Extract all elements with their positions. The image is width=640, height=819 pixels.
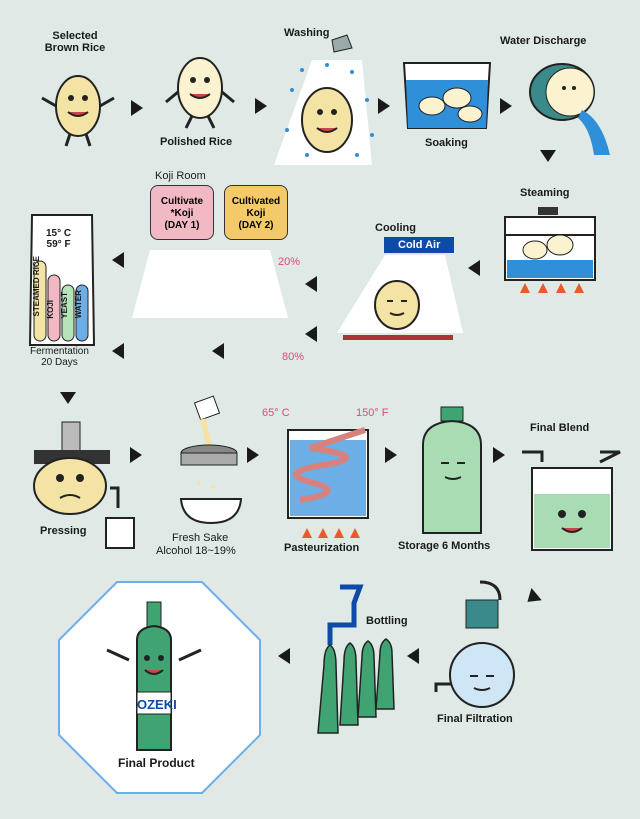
pressing-machine [33, 421, 135, 549]
final-blend-label: Final Blend [530, 422, 590, 434]
koji-room-floor [132, 250, 288, 318]
soaking-label: Soaking [425, 137, 468, 149]
arrow-left-5 [112, 343, 124, 359]
arrow-right-8 [493, 447, 505, 463]
koji-day2-box: Cultivated Koji (DAY 2) [224, 185, 288, 240]
final-filtration-label: Final Filtration [437, 713, 513, 725]
polished-rice-label: Polished Rice [160, 136, 233, 148]
percent-20: 20% [278, 256, 301, 268]
polished-rice-character [165, 57, 235, 129]
brand-label: OZEKI [137, 697, 177, 712]
arrow-right-6 [247, 447, 259, 463]
tank-label-steamed-rice: STEAMED RICE [32, 256, 41, 317]
fermentation-caption: Fermentation 20 Days [30, 346, 89, 368]
koji-room-label: Koji Room [155, 170, 206, 182]
pressing-label: Pressing [40, 525, 87, 537]
bottling-label: Bottling [366, 615, 408, 627]
fermentation-tank [28, 214, 96, 346]
final-filtration-tank [434, 580, 515, 708]
water-discharge-label: Water Discharge [500, 35, 587, 47]
water-discharge-tub [529, 63, 610, 155]
tank-label-water: WATER [74, 290, 83, 319]
cold-air-sign: Cold Air [384, 237, 455, 253]
arrow-right-4 [500, 98, 512, 114]
arrow-left-1 [468, 260, 480, 276]
bottling-line [317, 584, 395, 734]
brown-rice-character [41, 75, 115, 147]
arrow-down-2 [60, 392, 76, 404]
percent-80: 80% [282, 351, 305, 363]
final-product-label: Final Product [118, 756, 195, 770]
arrow-left-7 [278, 648, 290, 664]
arrow-right-3 [378, 98, 390, 114]
storage-tank [422, 406, 482, 534]
arrow-left-3 [305, 326, 317, 342]
alcohol-label: Alcohol 18~19% [156, 545, 236, 557]
temperature-label: 15° C 59° F [46, 228, 72, 250]
steaming-pot [504, 207, 596, 293]
storage-label: Storage 6 Months [398, 540, 491, 552]
cooling-illustration [337, 255, 463, 340]
tank-label-koji: KOJI [46, 300, 55, 319]
final-blend-tank [522, 450, 621, 551]
arrow-right-5 [130, 447, 142, 463]
arrow-left-2 [305, 276, 317, 292]
temp-f-label: 150° F [356, 407, 389, 419]
arrow-left-8 [407, 648, 419, 664]
final-product-octagon [58, 581, 261, 794]
arrow-down-1 [540, 150, 556, 162]
fresh-sake-label: Fresh Sake [172, 532, 229, 544]
temp-c-label: 65° C [262, 407, 290, 419]
steaming-label: Steaming [520, 187, 570, 199]
arrow-left-6 [212, 343, 224, 359]
fresh-sake-illustration [179, 395, 243, 525]
arrow-left-4 [112, 252, 124, 268]
pasteurization-tank [287, 427, 369, 538]
tank-label-yeast: YEAST [60, 292, 69, 319]
cooling-label: Cooling [375, 222, 416, 234]
koji-day1-box: Cultivate *Koji (DAY 1) [150, 185, 214, 240]
soaking-bowl [402, 62, 492, 129]
washing-illustration [274, 34, 374, 165]
washing-label: Washing [284, 27, 330, 39]
pasteurization-label: Pasteurization [284, 542, 360, 554]
arrow-right-1 [131, 100, 143, 116]
arrow-right-7 [385, 447, 397, 463]
arrow-right-2 [255, 98, 267, 114]
selected-brown-rice-label: Selected Brown Rice [44, 30, 106, 54]
